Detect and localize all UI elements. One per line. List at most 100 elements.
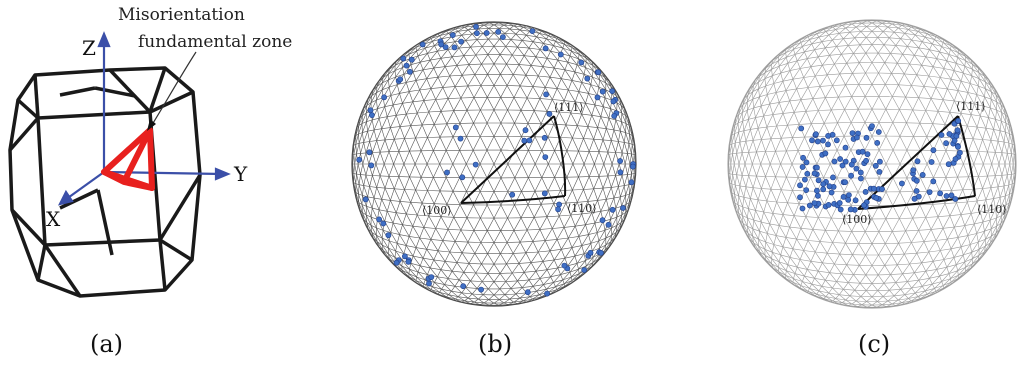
- data-point: [914, 188, 919, 193]
- data-point: [846, 197, 851, 202]
- data-point: [877, 159, 882, 164]
- axis-label-x: X: [46, 207, 61, 231]
- data-point: [459, 39, 464, 44]
- data-point: [869, 124, 874, 129]
- data-point: [931, 148, 936, 153]
- data-point: [814, 188, 819, 193]
- data-point: [849, 173, 854, 178]
- data-point: [618, 158, 623, 163]
- data-point: [826, 133, 831, 138]
- vertex-label-111-c: ⟨111⟩: [956, 100, 986, 113]
- data-point: [938, 191, 943, 196]
- data-point: [618, 170, 623, 175]
- data-point: [827, 184, 832, 189]
- vertex-label-111-b: ⟨111⟩: [554, 101, 584, 114]
- data-point: [812, 171, 817, 176]
- data-point: [841, 194, 846, 199]
- data-point: [879, 187, 884, 192]
- data-point: [453, 125, 458, 130]
- data-point: [805, 171, 810, 176]
- data-point: [544, 92, 549, 97]
- data-point: [543, 46, 548, 51]
- data-point: [826, 202, 831, 207]
- data-point: [450, 33, 455, 38]
- data-point: [946, 162, 951, 167]
- data-point: [863, 189, 868, 194]
- data-point: [407, 69, 412, 74]
- data-point: [813, 132, 818, 137]
- data-point: [800, 164, 805, 169]
- data-point: [600, 218, 605, 223]
- data-point: [899, 181, 904, 186]
- y-axis: [104, 172, 222, 174]
- axis-label-y: Y: [233, 162, 248, 186]
- data-point: [823, 151, 828, 156]
- data-point: [804, 160, 809, 165]
- data-point: [854, 135, 859, 140]
- data-point: [875, 140, 880, 145]
- data-point: [834, 138, 839, 143]
- data-point: [562, 263, 567, 268]
- data-point: [484, 30, 489, 35]
- data-point: [558, 52, 563, 57]
- data-point: [598, 250, 603, 255]
- vertex-label-110-b: ⟨110⟩: [567, 202, 597, 215]
- data-point: [630, 164, 635, 169]
- data-point: [377, 217, 382, 222]
- data-point: [821, 182, 826, 187]
- data-point: [458, 136, 463, 141]
- data-point: [527, 138, 532, 143]
- data-point: [957, 150, 962, 155]
- data-point: [920, 172, 925, 177]
- data-point: [386, 233, 391, 238]
- data-point: [843, 180, 848, 185]
- data-point: [404, 63, 409, 68]
- data-point: [588, 250, 593, 255]
- vertex-label-110-c: ⟨110⟩: [977, 203, 1007, 216]
- data-point: [542, 135, 547, 140]
- data-point: [956, 118, 961, 123]
- data-point: [858, 170, 863, 175]
- data-point: [473, 24, 478, 29]
- axis-label-z: Z: [82, 36, 96, 60]
- data-point: [838, 156, 843, 161]
- data-point: [821, 187, 826, 192]
- data-point: [858, 176, 863, 181]
- data-point: [830, 175, 835, 180]
- data-point: [461, 284, 466, 289]
- data-point: [429, 275, 434, 280]
- data-point: [610, 207, 615, 212]
- data-point: [865, 152, 870, 157]
- data-point: [582, 267, 587, 272]
- data-point: [802, 177, 807, 182]
- data-point: [812, 201, 817, 206]
- data-point: [409, 57, 414, 62]
- data-point: [799, 126, 804, 131]
- panel-a: Z Y X Misorientation fundamental zone (a…: [10, 5, 292, 358]
- annotation-line-2: fundamental zone: [138, 32, 292, 52]
- data-point: [952, 138, 957, 143]
- data-point: [853, 198, 858, 203]
- data-point: [443, 45, 448, 50]
- data-point: [804, 188, 809, 193]
- data-point: [510, 192, 515, 197]
- data-point: [860, 149, 865, 154]
- data-point: [944, 141, 949, 146]
- data-point: [381, 221, 386, 226]
- data-point: [382, 95, 387, 100]
- data-point: [797, 195, 802, 200]
- data-point: [820, 138, 825, 143]
- panel-b: ⟨100⟩ ⟨110⟩ ⟨111⟩ (b): [352, 22, 636, 358]
- data-point: [530, 29, 535, 34]
- data-point: [832, 159, 837, 164]
- data-point: [444, 170, 449, 175]
- data-point: [363, 197, 368, 202]
- data-point: [849, 162, 854, 167]
- data-point: [596, 70, 601, 75]
- data-point: [579, 60, 584, 65]
- data-point: [840, 163, 845, 168]
- vertex-label-100-c: ⟨100⟩: [842, 213, 872, 226]
- panel-label-c: (c): [858, 330, 890, 358]
- data-point: [809, 138, 814, 143]
